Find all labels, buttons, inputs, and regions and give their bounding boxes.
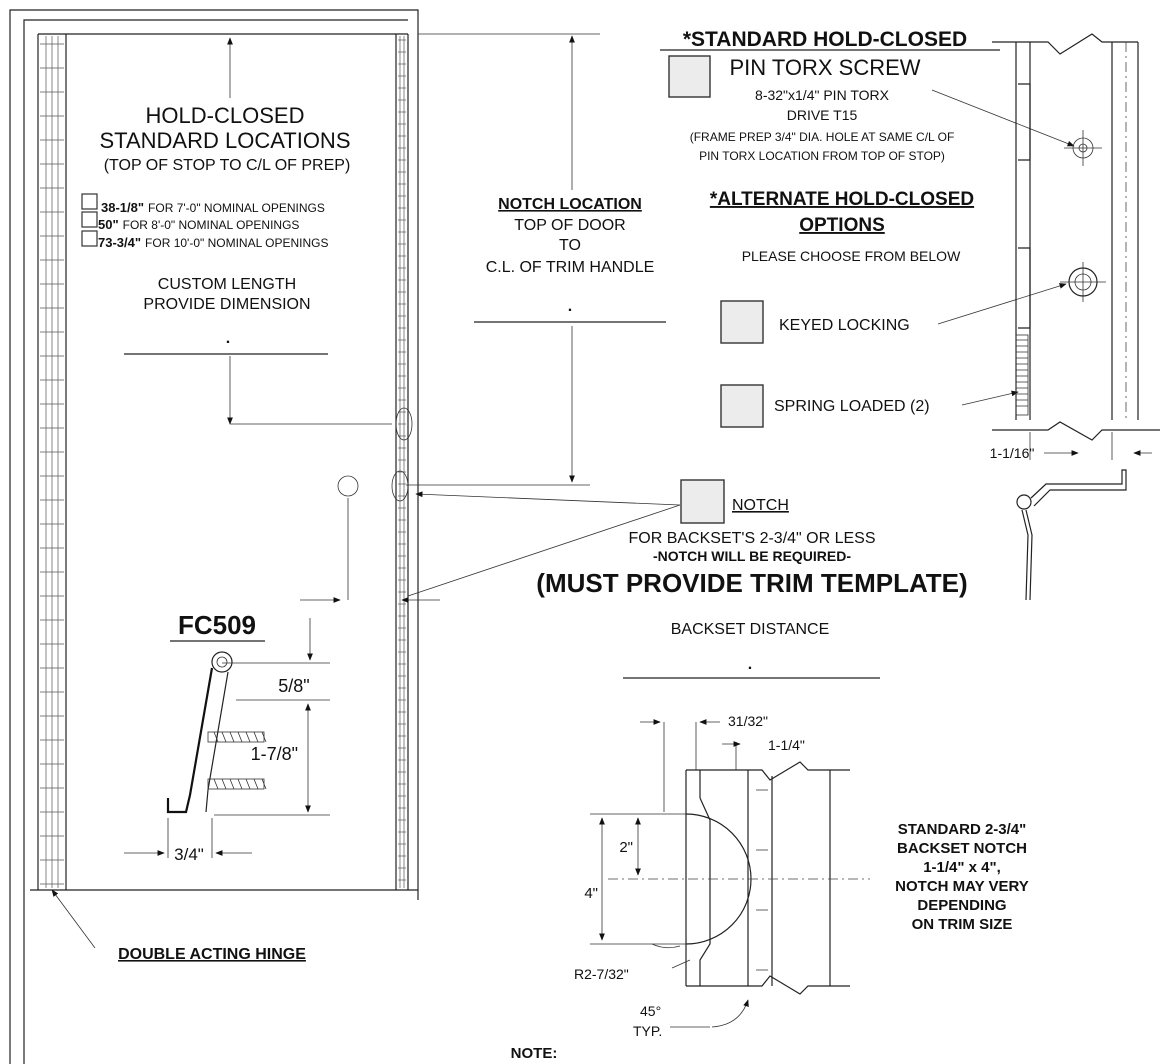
notch-note-line: STANDARD 2-3/4"	[898, 821, 1027, 838]
provide-dimension-label: PROVIDE DIMENSION	[143, 296, 310, 313]
notch-note-line: NOTCH MAY VERY	[895, 878, 1029, 895]
notch-dim-b: 1-1/4"	[768, 737, 805, 753]
hold-closed-clip	[1016, 469, 1127, 601]
notch-dim-d: 4"	[584, 885, 598, 902]
pin-torx-line-2: DRIVE T15	[787, 107, 858, 123]
notch-note: STANDARD 2-3/4" BACKSET NOTCH 1-1/4" x 4…	[895, 821, 1029, 933]
hinge-dim: 1-1/16"	[990, 445, 1035, 461]
notch-angle: 45°	[640, 1003, 661, 1019]
spring-loaded-checkbox[interactable]	[720, 384, 764, 428]
fc509-bracket	[166, 651, 267, 814]
alternate-instruction: PLEASE CHOOSE FROM BELOW	[742, 248, 961, 264]
option-checkbox[interactable]	[81, 193, 98, 210]
svg-text:50"FOR 8'-0" NOMINAL OPENINGS: 50" FOR 8'-0" NOMINAL OPENINGS	[98, 217, 299, 232]
option-desc: FOR 10'-0" NOMINAL OPENINGS	[145, 236, 328, 250]
alternate-title-1: *ALTERNATE HOLD-CLOSED	[710, 189, 974, 210]
option-desc: FOR 7'-0" NOMINAL OPENINGS	[148, 201, 325, 215]
backset-label: BACKSET DISTANCE	[671, 621, 830, 638]
svg-text:73-3/4"FOR 10'-0" NOMINAL OPEN: 73-3/4" FOR 10'-0" NOMINAL OPENINGS	[98, 235, 329, 250]
notch-location-line-2: TO	[559, 237, 581, 254]
notch-note-line: 1-1/4" x 4",	[923, 859, 1001, 876]
hold-closed-option-1[interactable]: 38-1/8" FOR 7'-0" NOMINAL OPENINGS	[81, 193, 325, 215]
hinge-left	[40, 36, 64, 888]
notch-location-value[interactable]: .	[568, 298, 572, 315]
notch-dim-c: 2"	[619, 839, 633, 856]
double-acting-hinge-label: DOUBLE ACTING HINGE	[118, 946, 306, 963]
fc509-dim-2: 1-7/8"	[251, 744, 298, 764]
trim-handle-circle	[337, 475, 359, 497]
notch-location-line-1: TOP OF DOOR	[514, 217, 625, 234]
option-dim: 38-1/8"	[101, 200, 144, 215]
fc509-dim-1: 5/8"	[278, 676, 309, 696]
notch-location-title: NOTCH LOCATION	[498, 196, 642, 213]
door-frame	[9, 9, 419, 1064]
hold-closed-option-2[interactable]: 50" FOR 8'-0" NOMINAL OPENINGS	[81, 211, 299, 232]
keyed-locking-checkbox[interactable]	[720, 300, 764, 344]
notch-checkbox[interactable]	[680, 479, 725, 524]
hold-closed-subtitle: (TOP OF STOP TO C/L OF PREP)	[104, 157, 351, 174]
notch-line-2: -NOTCH WILL BE REQUIRED-	[653, 548, 851, 564]
backset-value[interactable]: .	[748, 656, 752, 673]
notch-note-line: DEPENDING	[917, 897, 1006, 914]
hinge-right	[398, 36, 406, 888]
hold-closed-title-1: HOLD-CLOSED	[146, 103, 305, 128]
hold-closed-title-2: STANDARD LOCATIONS	[100, 128, 351, 153]
notch-label: NOTCH	[732, 497, 789, 514]
hinge-elevation	[992, 33, 1160, 441]
fc509-title: FC509	[178, 610, 256, 640]
notch-dim-a: 31/32"	[728, 713, 768, 729]
custom-length-value[interactable]: .	[226, 330, 230, 347]
pin-torx-line-3: (FRAME PREP 3/4" DIA. HOLE AT SAME C/L O…	[690, 130, 955, 144]
notch-angle-note: TYP.	[633, 1023, 662, 1039]
custom-length-label: CUSTOM LENGTH	[158, 276, 296, 293]
notch-line-3: (MUST PROVIDE TRIM TEMPLATE)	[536, 568, 967, 598]
notch-prep-oval	[391, 470, 409, 502]
hold-closed-prep-oval	[395, 407, 413, 441]
keyed-locking-label: KEYED LOCKING	[779, 317, 910, 334]
svg-text:38-1/8"FOR 7'-0" NOMINAL OPENI: 38-1/8" FOR 7'-0" NOMINAL OPENINGS	[101, 200, 325, 215]
notch-location-line-3: C.L. OF TRIM HANDLE	[486, 259, 655, 276]
option-desc: FOR 8'-0" NOMINAL OPENINGS	[123, 218, 300, 232]
option-dim: 73-3/4"	[98, 235, 141, 250]
standard-hold-closed-title: *STANDARD HOLD-CLOSED	[683, 28, 967, 51]
footer-note: NOTE:	[511, 1045, 558, 1062]
pin-torx-line-4: PIN TORX LOCATION FROM TOP OF STOP)	[699, 149, 945, 163]
hold-closed-option-3[interactable]: 73-3/4" FOR 10'-0" NOMINAL OPENINGS	[81, 230, 329, 250]
spring-loaded-label: SPRING LOADED (2)	[774, 398, 930, 415]
notch-note-line: ON TRIM SIZE	[912, 916, 1013, 933]
pin-torx-label: PIN TORX SCREW	[729, 55, 920, 80]
pin-torx-line-1: 8-32"x1/4" PIN TORX	[755, 87, 890, 103]
pin-torx-checkbox[interactable]	[668, 55, 711, 98]
option-checkbox[interactable]	[81, 211, 98, 228]
notch-radius: R2-7/32"	[574, 966, 629, 982]
option-checkbox[interactable]	[81, 230, 98, 247]
notch-line-1: FOR BACKSET'S 2-3/4" OR LESS	[628, 530, 875, 547]
alternate-title-2: OPTIONS	[799, 215, 885, 236]
notch-note-line: BACKSET NOTCH	[897, 840, 1027, 857]
notch-detail	[590, 719, 870, 1028]
option-dim: 50"	[98, 217, 119, 232]
fc509-dim-3: 3/4"	[174, 845, 204, 864]
